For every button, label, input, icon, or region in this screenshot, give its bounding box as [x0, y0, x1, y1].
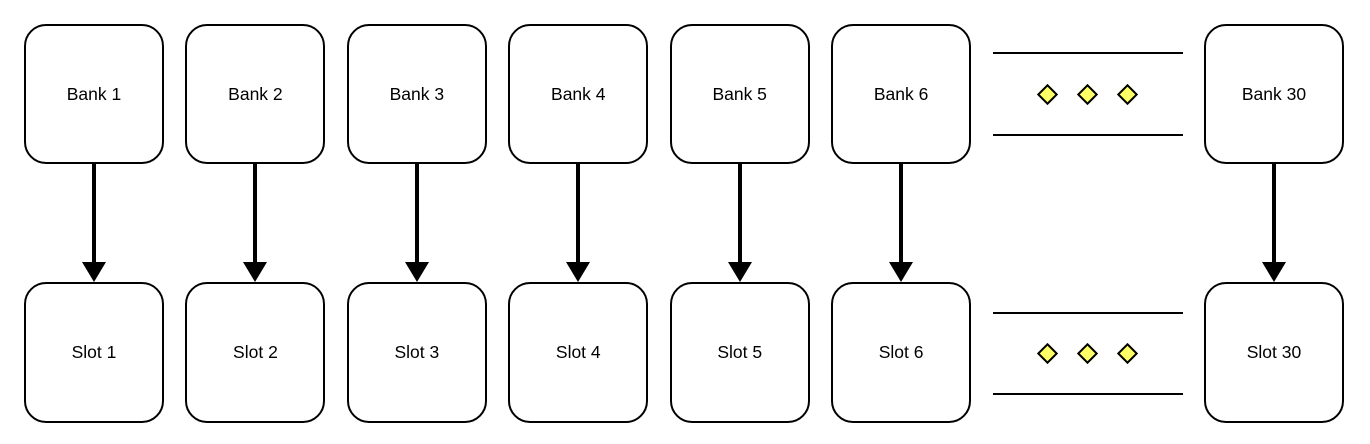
arrow-head-icon [566, 262, 591, 282]
column-5: Bank 5 Slot 5 [669, 24, 810, 444]
arrow-head-icon [1261, 262, 1286, 282]
slot-node: Slot 3 [346, 282, 487, 423]
column-3: Bank 3 Slot 3 [346, 24, 487, 444]
bank-node: Bank 1 [24, 24, 164, 164]
slot-node: Slot 4 [508, 282, 649, 423]
column-1: Bank 1 Slot 1 [24, 24, 164, 444]
arrow-shaft [899, 164, 904, 264]
arrow-head-icon [243, 262, 268, 282]
bank-to-slot-arrow [185, 164, 325, 282]
slot-node: Slot 5 [669, 282, 810, 423]
bank-to-slot-arrow [1204, 164, 1344, 282]
ellipsis-column [992, 24, 1183, 444]
diamond-icon [1076, 83, 1099, 105]
column-6: Bank 6 Slot 6 [831, 24, 972, 444]
column-30: Bank 30 Slot 30 [1203, 24, 1344, 444]
ellipsis-top-line [992, 312, 1183, 314]
diamond-icon [1036, 342, 1059, 365]
arrow-shaft [253, 164, 258, 264]
column-2: Bank 2 Slot 2 [185, 24, 326, 444]
bank-node: Bank 2 [185, 24, 326, 164]
slot-node: Slot 6 [831, 282, 972, 423]
diamond-icon [1116, 342, 1139, 365]
ellipsis-top-line [992, 52, 1183, 54]
ellipsis-diamonds [993, 83, 1183, 105]
arrow-shaft [737, 164, 742, 264]
slot-node: Slot 30 [1203, 282, 1344, 423]
arrow-shaft [576, 164, 581, 264]
arrow-shaft [414, 164, 419, 264]
slot-node: Slot 2 [185, 282, 326, 423]
bank-node: Bank 3 [346, 24, 487, 164]
bank-node: Bank 30 [1203, 24, 1344, 164]
bank-to-slot-arrow [24, 164, 164, 282]
bank-node: Bank 5 [669, 24, 810, 164]
bank-to-slot-arrow [508, 164, 648, 282]
slot-row-ellipsis [992, 282, 1183, 423]
diamond-icon [1116, 83, 1139, 105]
diamond-icon [1036, 83, 1059, 105]
arrow-head-icon [727, 262, 752, 282]
arrow-head-icon [82, 262, 106, 282]
ellipsis-bottom-line [992, 134, 1183, 136]
arrow-head-icon [889, 262, 914, 282]
bank-to-slot-arrow [347, 164, 487, 282]
column-4: Bank 4 Slot 4 [508, 24, 649, 444]
ellipsis-bottom-line [992, 393, 1183, 395]
bank-node: Bank 4 [508, 24, 649, 164]
bank-node: Bank 6 [831, 24, 972, 164]
arrow-head-icon [404, 262, 429, 282]
slot-node: Slot 1 [24, 282, 164, 423]
bank-to-slot-arrow [831, 164, 971, 282]
ellipsis-gap [993, 164, 1183, 282]
bank-to-slot-arrow [670, 164, 810, 282]
arrow-shaft [1271, 164, 1276, 264]
diamond-icon [1076, 342, 1099, 365]
bank-row-ellipsis [992, 24, 1183, 164]
arrow-shaft [92, 164, 96, 264]
ellipsis-diamonds [993, 342, 1183, 365]
